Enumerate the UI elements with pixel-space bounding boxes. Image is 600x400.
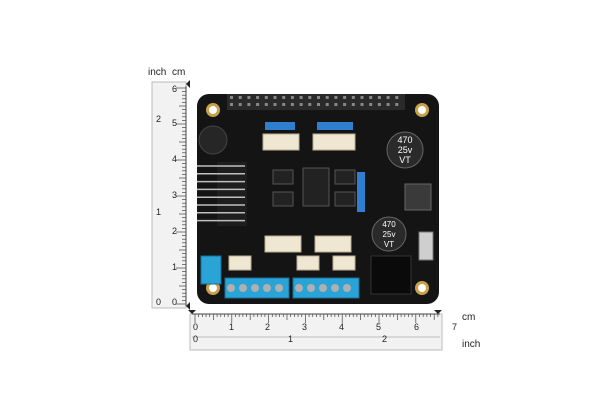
mounting-holes bbox=[206, 103, 429, 295]
cap-top-series: VT bbox=[399, 155, 411, 165]
h-cm-tick-4: 4 bbox=[339, 322, 345, 332]
ruler-bottom-inch-unit: inch bbox=[462, 339, 481, 350]
connector-top-right bbox=[312, 133, 356, 151]
connector-bottom-2 bbox=[296, 255, 320, 271]
chip-center bbox=[302, 167, 330, 207]
h-cm-tick-5: 5 bbox=[376, 322, 382, 332]
blue-header-vertical bbox=[357, 172, 365, 212]
h-inch-tick-1: 1 bbox=[288, 334, 294, 344]
capacitor-top: 470 25v VT bbox=[386, 131, 424, 169]
blue-header-right bbox=[317, 122, 353, 130]
cap-bottom-series: VT bbox=[384, 240, 394, 249]
v-cm-tick-2: 2 bbox=[172, 226, 178, 236]
capacitor-bottom: 470 25v VT bbox=[371, 216, 407, 252]
h-cm-tick-0: 0 bbox=[193, 322, 199, 332]
chip-right-top bbox=[334, 169, 356, 185]
blue-header-left bbox=[265, 122, 295, 130]
ruler-bottom-cm-unit: cm bbox=[462, 312, 476, 323]
cap-top-voltage: 25v bbox=[398, 145, 413, 155]
ruler-left-inch-unit: inch bbox=[148, 67, 167, 78]
dc-jack bbox=[370, 255, 412, 295]
h-cm-tick-6: 6 bbox=[414, 322, 420, 332]
h-cm-tick-7: 7 bbox=[452, 322, 458, 332]
v-inch-tick-2: 2 bbox=[156, 114, 162, 124]
connector-top-left bbox=[262, 133, 300, 151]
v-cm-tick-4: 4 bbox=[172, 154, 178, 164]
v-cm-tick-5: 5 bbox=[172, 118, 178, 128]
chip-left-bottom bbox=[272, 191, 294, 207]
connector-mid-left bbox=[264, 235, 302, 253]
v-inch-tick-1: 1 bbox=[156, 207, 162, 217]
connector-mid-right bbox=[314, 235, 352, 253]
servo-header bbox=[197, 162, 247, 226]
cap-bottom-voltage: 25v bbox=[383, 230, 396, 239]
connector-bottom-3 bbox=[332, 255, 356, 271]
chip-right-bottom bbox=[334, 191, 356, 207]
inductor bbox=[404, 183, 432, 211]
v-cm-tick-1: 1 bbox=[172, 262, 178, 272]
terminal-left bbox=[200, 255, 222, 285]
ruler-bottom bbox=[188, 310, 443, 351]
connector-bottom-1 bbox=[228, 255, 252, 271]
chip-left-top bbox=[272, 169, 294, 185]
h-cm-tick-1: 1 bbox=[229, 322, 235, 332]
ruler-left bbox=[151, 80, 190, 310]
v-cm-tick-0: 0 bbox=[172, 297, 178, 307]
gpio-header bbox=[227, 94, 405, 110]
h-cm-tick-3: 3 bbox=[302, 322, 308, 332]
h-cm-tick-2: 2 bbox=[265, 322, 271, 332]
cap-bottom-value: 470 bbox=[382, 220, 396, 229]
motor-driver-hat-board: 470 25v VT 470 25v VT bbox=[197, 94, 439, 304]
power-switch bbox=[418, 231, 434, 261]
v-inch-tick-0: 0 bbox=[156, 297, 162, 307]
v-cm-tick-3: 3 bbox=[172, 190, 178, 200]
h-inch-tick-0: 0 bbox=[193, 334, 199, 344]
ruler-left-cm-unit: cm bbox=[172, 67, 186, 78]
terminal-blocks-bottom bbox=[224, 277, 360, 299]
v-cm-tick-6: 6 bbox=[172, 84, 178, 94]
buzzer bbox=[198, 125, 228, 155]
cap-top-value: 470 bbox=[397, 135, 412, 145]
h-inch-tick-2: 2 bbox=[382, 334, 388, 344]
